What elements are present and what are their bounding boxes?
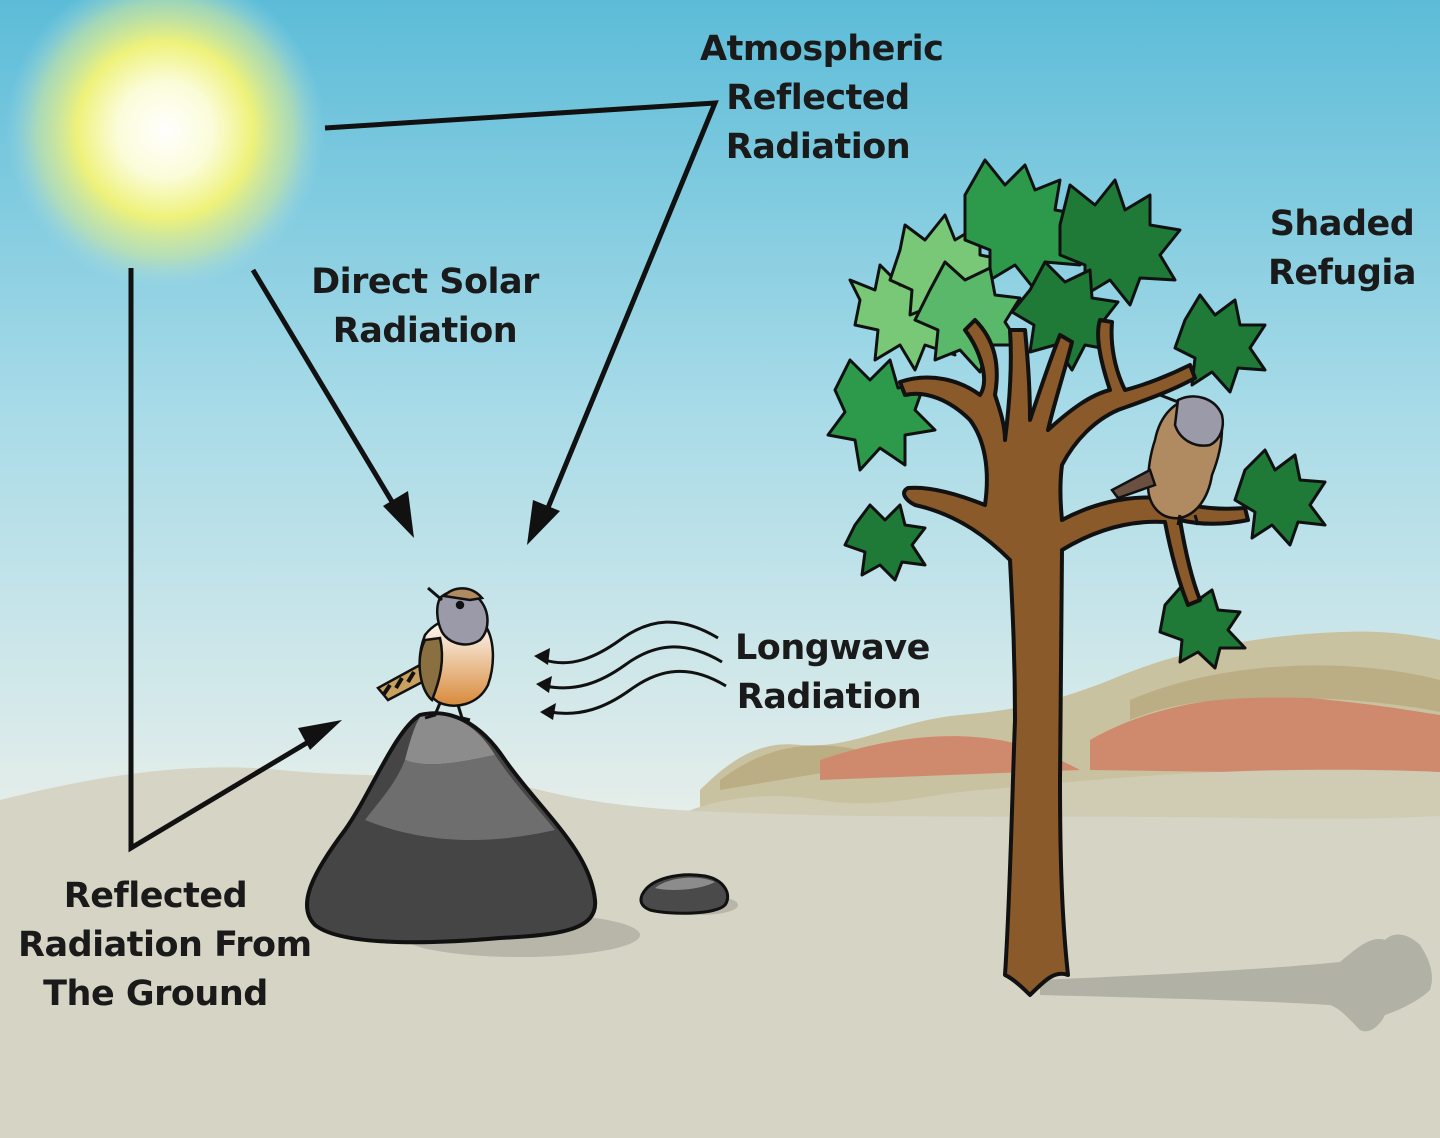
bird-icon — [1110, 393, 1225, 526]
foliage — [826, 158, 1327, 670]
wren-icon — [376, 586, 495, 722]
shaded-refugia-label: Shaded Refugia — [1267, 204, 1417, 293]
direct-solar-arrow — [250, 268, 403, 517]
ground-reflected-label: Reflected Radiation From The Ground — [18, 876, 312, 1014]
longwave-label: Longwave Radiation — [735, 628, 930, 717]
direct-solar-label: Direct Solar Radiation — [311, 262, 539, 351]
tree-shadow — [1040, 934, 1432, 1032]
tree-trunk — [898, 318, 1250, 997]
radiation-arrows — [128, 100, 727, 853]
atmospheric-reflected-label: Atmospheric Reflected Radiation — [700, 29, 944, 167]
atmospheric-arrow — [324, 100, 719, 516]
direct-solar-arrowhead — [383, 491, 414, 538]
small-rock-icon — [639, 873, 738, 915]
ground-reflected-arrowhead — [298, 720, 342, 750]
rock-icon — [304, 711, 598, 945]
longwave-arrows — [544, 620, 727, 715]
tree-icon — [826, 158, 1327, 997]
ground-reflected-arrow — [128, 268, 322, 853]
sun-icon — [5, 0, 325, 290]
atmospheric-arrowhead — [527, 500, 560, 545]
